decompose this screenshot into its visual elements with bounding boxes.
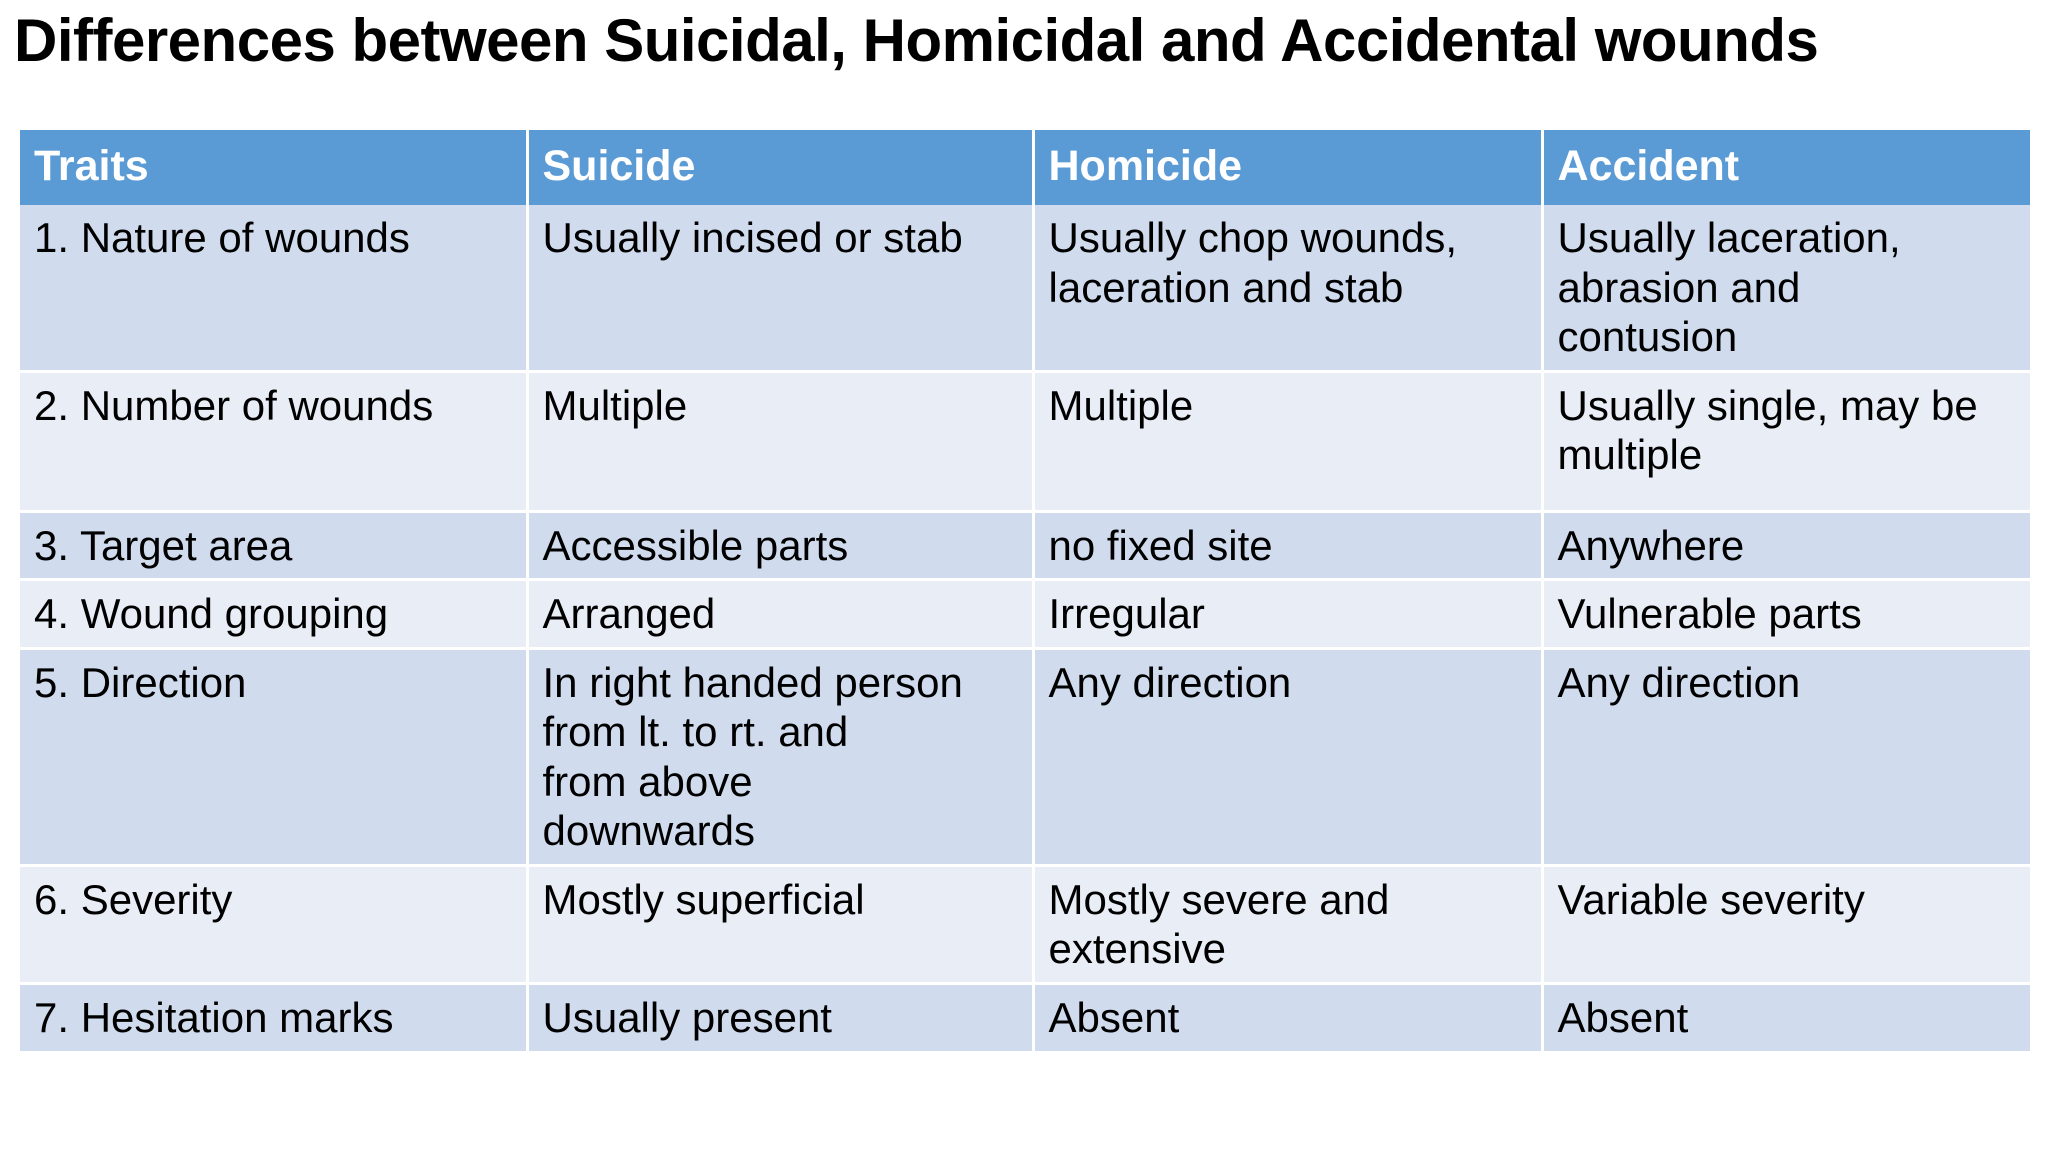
cell-accident: Any direction (1542, 648, 2030, 867)
column-header-suicide: Suicide (527, 130, 1035, 205)
cell-suicide: In right handed person from lt. to rt. a… (527, 648, 1035, 867)
cell-suicide: Mostly superficial (527, 865, 1035, 986)
cell-homicide: Absent (1033, 983, 1544, 1054)
comparison-table-container: Traits Suicide Homicide Accident 1. Natu… (20, 130, 2030, 1054)
cell-suicide: Usually present (527, 983, 1035, 1054)
cell-homicide: Irregular (1033, 579, 1544, 650)
table-row: 5. Direction In right handed person from… (20, 648, 2030, 867)
cell-trait: 2. Number of wounds (20, 371, 529, 513)
table-row: 3. Target area Accessible parts no fixed… (20, 511, 2030, 582)
cell-trait: 6. Severity (20, 865, 529, 986)
cell-trait: 1. Nature of wounds (20, 205, 529, 373)
cell-homicide: Mostly severe and extensive (1033, 865, 1544, 986)
cell-accident: Usually laceration, abrasion and contusi… (1542, 205, 2030, 373)
header-row: Traits Suicide Homicide Accident (20, 130, 2030, 205)
table-row: 1. Nature of wounds Usually incised or s… (20, 205, 2030, 373)
table-body: 1. Nature of wounds Usually incised or s… (20, 205, 2030, 1054)
cell-trait: 7. Hesitation marks (20, 983, 529, 1054)
table-row: 6. Severity Mostly superficial Mostly se… (20, 865, 2030, 986)
cell-trait: 4. Wound grouping (20, 579, 529, 650)
cell-suicide: Accessible parts (527, 511, 1035, 582)
cell-homicide: Any direction (1033, 648, 1544, 867)
table-row: 4. Wound grouping Arranged Irregular Vul… (20, 579, 2030, 650)
table-header: Traits Suicide Homicide Accident (20, 130, 2030, 205)
comparison-table: Traits Suicide Homicide Accident 1. Natu… (20, 130, 2030, 1054)
column-header-traits: Traits (20, 130, 529, 205)
cell-accident: Usually single, may be multiple (1542, 371, 2030, 513)
cell-homicide: Usually chop wounds, laceration and stab (1033, 205, 1544, 373)
cell-suicide: Multiple (527, 371, 1035, 513)
cell-accident: Variable severity (1542, 865, 2030, 986)
page-title: Differences between Suicidal, Homicidal … (14, 7, 1819, 74)
cell-accident: Vulnerable parts (1542, 579, 2030, 650)
cell-trait: 5. Direction (20, 648, 529, 867)
cell-trait: 3. Target area (20, 511, 529, 582)
column-header-homicide: Homicide (1033, 130, 1544, 205)
table-row: 7. Hesitation marks Usually present Abse… (20, 983, 2030, 1054)
column-header-accident: Accident (1542, 130, 2030, 205)
table-row: 2. Number of wounds Multiple Multiple Us… (20, 371, 2030, 513)
cell-homicide: Multiple (1033, 371, 1544, 513)
cell-homicide: no fixed site (1033, 511, 1544, 582)
cell-suicide: Arranged (527, 579, 1035, 650)
cell-accident: Anywhere (1542, 511, 2030, 582)
cell-suicide: Usually incised or stab (527, 205, 1035, 373)
cell-accident: Absent (1542, 983, 2030, 1054)
